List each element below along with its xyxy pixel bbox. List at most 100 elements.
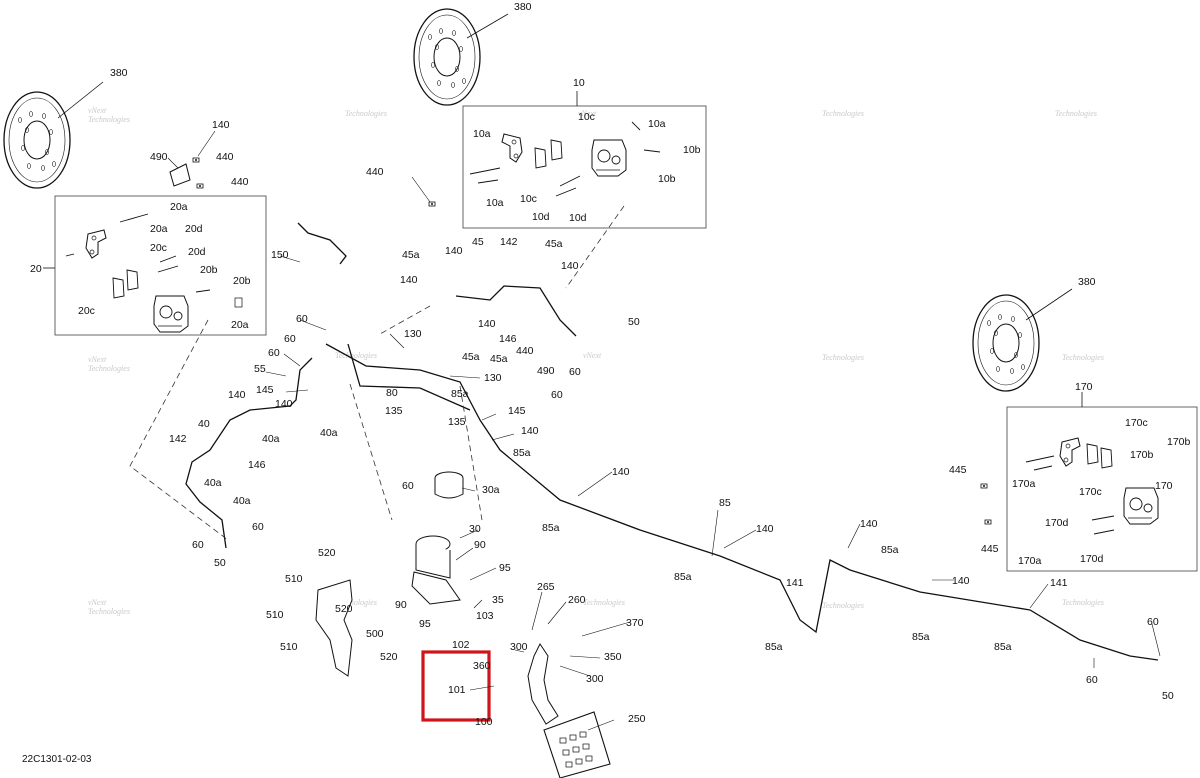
callout-label: 140 — [860, 518, 878, 530]
watermarks: vNext Technologies Technologies vNext Te… — [88, 106, 1104, 616]
callout-label: 170d — [1080, 553, 1104, 565]
callout-label: 90 — [474, 539, 486, 551]
callout-label: 20a — [150, 223, 168, 235]
watermark-text: Technologies — [822, 601, 864, 610]
callout-label: 60 — [284, 333, 296, 345]
callout-label: 85a — [513, 447, 531, 459]
callout-label: 360 — [473, 660, 491, 672]
brake-disc-front-left — [3, 91, 71, 189]
callout-label: 130 — [484, 372, 502, 384]
callout-label: 20a — [170, 201, 188, 213]
callout-label: 85a — [674, 571, 692, 583]
callout-label: 380 — [110, 67, 128, 79]
callout-label: 170a — [1012, 478, 1036, 490]
callout-label: 140 — [612, 466, 630, 478]
watermark-text: Technologies — [88, 115, 130, 124]
callout-label: 103 — [476, 610, 494, 622]
watermark-text: Technologies — [88, 364, 130, 373]
highlight-box — [421, 650, 491, 722]
watermark-text: Technologies — [1055, 109, 1097, 118]
callout-label: 60 — [252, 521, 264, 533]
callout-label: 20b — [200, 264, 218, 276]
watermark-text: Technologies — [822, 353, 864, 362]
callout-label: 146 — [499, 333, 517, 345]
watermark-text: Technologies — [88, 607, 130, 616]
callout-label: 140 — [521, 425, 539, 437]
watermark-text: Technologies — [1062, 353, 1104, 362]
callout-label: 10d — [569, 212, 587, 224]
callout-label: 260 — [568, 594, 586, 606]
callout-label: 102 — [452, 639, 470, 651]
callout-label: 440 — [231, 176, 249, 188]
callout-label: 445 — [981, 543, 999, 555]
callout-label: 30a — [482, 484, 500, 496]
callout-label: 350 — [604, 651, 622, 663]
callout-label: 20c — [78, 305, 95, 317]
watermark-text: vNext — [88, 106, 107, 115]
callout-label: 140 — [212, 119, 230, 131]
callout-label: 265 — [537, 581, 555, 593]
callout-label: 490 — [537, 365, 555, 377]
callout-label: 140 — [561, 260, 579, 272]
callout-label: 170a — [1018, 555, 1042, 567]
callout-label: 101 — [448, 684, 466, 696]
watermark-text: Technologies — [822, 109, 864, 118]
callout-label: 85a — [542, 522, 560, 534]
callout-label: 60 — [1086, 674, 1098, 686]
callout-label: 10a — [473, 128, 491, 140]
callout-label: 510 — [285, 573, 303, 585]
watermark-text: Technologies — [335, 351, 377, 360]
callout-label: 20d — [185, 223, 203, 235]
callout-label: 440 — [516, 345, 534, 357]
callout-label: 440 — [366, 166, 384, 178]
callout-label: 10a — [486, 197, 504, 209]
callout-label: 140 — [228, 389, 246, 401]
callout-label: 10a — [648, 118, 666, 130]
watermark-text: Technologies — [345, 109, 387, 118]
callout-label: 142 — [169, 433, 187, 445]
callout-label: 60 — [569, 366, 581, 378]
callout-label: 50 — [214, 557, 226, 569]
caliper-box-front-left — [43, 195, 267, 336]
callout-labels: 380 380 380 10 10c 10a 10a 10b 10b 10a 1… — [30, 1, 1191, 728]
watermark-text: Technologies — [583, 598, 625, 607]
callout-label: 170b — [1130, 449, 1154, 461]
callout-label: 10c — [578, 111, 595, 123]
callout-label: 440 — [216, 151, 234, 163]
callout-label: 520 — [335, 603, 353, 615]
callout-label: 520 — [318, 547, 336, 559]
callout-label: 20a — [231, 319, 249, 331]
callout-label: 370 — [626, 617, 644, 629]
callout-label: 140 — [400, 274, 418, 286]
callout-label: 140 — [275, 398, 293, 410]
master-cylinder — [411, 471, 464, 605]
callout-label: 50 — [628, 316, 640, 328]
watermark-text: Technologies — [1062, 598, 1104, 607]
watermark-text: vNext — [578, 109, 597, 118]
callout-label: 40a — [262, 433, 280, 445]
callout-label: 60 — [192, 539, 204, 551]
callout-label: 140 — [756, 523, 774, 535]
callout-label: 45 — [472, 236, 484, 248]
callout-label: 510 — [266, 609, 284, 621]
callout-label: 85a — [451, 388, 469, 400]
callout-label: 45a — [545, 238, 563, 250]
callout-label: 50 — [1162, 690, 1174, 702]
callout-label: 145 — [508, 405, 526, 417]
callout-label: 140 — [952, 575, 970, 587]
callout-label: 130 — [404, 328, 422, 340]
brake-pedal — [527, 643, 611, 778]
callout-label: 45a — [462, 351, 480, 363]
callout-label: 142 — [500, 236, 518, 248]
callout-label: 60 — [551, 389, 563, 401]
brake-disc-front-right — [413, 8, 481, 106]
callout-leaders — [167, 130, 1161, 731]
callout-label: 170d — [1045, 517, 1069, 529]
callout-label: 300 — [586, 673, 604, 685]
callout-label: 60 — [296, 313, 308, 325]
callout-label: 141 — [1050, 577, 1068, 589]
diagram-reference-code: 22C1301-02-03 — [22, 754, 92, 765]
caliper-box-rear — [980, 392, 1198, 572]
callout-label: 35 — [492, 594, 504, 606]
